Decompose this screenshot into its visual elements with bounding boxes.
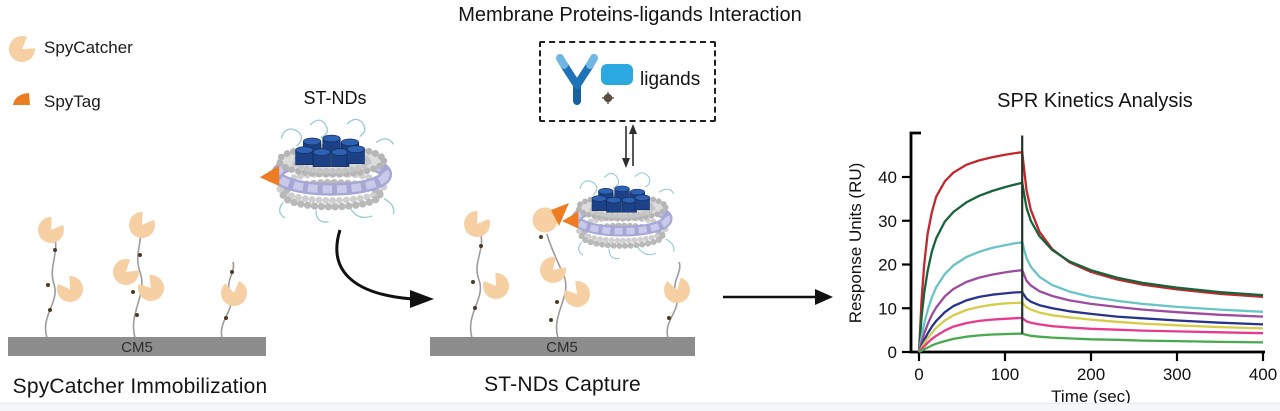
- x-tick-label: 400: [1249, 365, 1277, 384]
- captured-nanodisc: [562, 173, 674, 259]
- y-tick-label: 40: [878, 168, 897, 187]
- panel2-scene: CM5: [430, 150, 695, 356]
- cm5-chip-2-label: CM5: [546, 339, 578, 356]
- ligand-block-icon: [601, 64, 633, 104]
- y-tick-label: 10: [878, 299, 897, 318]
- panel2-caption: ST-NDs Capture: [484, 373, 641, 396]
- spycatcher-icon: [6, 33, 39, 65]
- sensorgram-trace-4-purple: [917, 269, 1264, 353]
- cm5-chip-2: [430, 337, 695, 356]
- legend-label-spycatcher: SpyCatcher: [44, 38, 133, 57]
- sensorgram-trace-5-navy: [917, 290, 1264, 353]
- immobilized-spycatchers: [32, 210, 250, 309]
- antibody-icon: [556, 54, 598, 105]
- sensorgram-trace-6-yellow: [918, 301, 1264, 353]
- spytag-icon: [13, 93, 30, 105]
- sensorgram-trace-7-pink: [918, 316, 1264, 353]
- legend-label-spytag: SpyTag: [44, 92, 101, 111]
- y-tick-label: 30: [878, 212, 897, 231]
- sensorgram-trace-8-green: [918, 332, 1264, 354]
- x-tick-label: 200: [1077, 365, 1105, 384]
- st-nds-label: ST-NDs: [303, 88, 367, 108]
- ligands-box: ligands: [539, 41, 716, 122]
- curved-arrow: [335, 229, 434, 308]
- x-tick-label: 300: [1163, 365, 1191, 384]
- chart-title: SPR Kinetics Analysis: [997, 90, 1193, 112]
- sensorgram-trace-1-red: [917, 150, 1264, 353]
- figure-title: Membrane Proteins-ligands Interaction: [458, 4, 802, 26]
- bound-spycatcher: [532, 207, 558, 233]
- x-tick-label: 100: [991, 365, 1019, 384]
- y-axis-label: Response Units (RU): [846, 163, 865, 324]
- bound-spytag-wedge: [551, 203, 569, 226]
- equilibrium-arrows-icon: [622, 124, 637, 168]
- flow-arrow: [723, 289, 833, 305]
- x-axis-label: Time (sec): [1051, 387, 1131, 406]
- y-tick-label: 20: [878, 256, 897, 275]
- sensorgram-trace-2-dark-green: [917, 181, 1264, 353]
- ligands-label: ligands: [640, 69, 701, 90]
- y-tick-label: 0: [888, 343, 897, 362]
- x-tick-label: 0: [914, 365, 923, 384]
- sensorgram-trace-3-teal: [917, 241, 1264, 353]
- panel1-caption: SpyCatcher Immobilization: [12, 375, 268, 398]
- small-molecule-icon: [602, 92, 614, 104]
- page-bottom-strip: [0, 403, 1280, 411]
- axes: [909, 131, 1265, 354]
- cm5-chip-1-label: CM5: [121, 339, 153, 356]
- cm5-chip-1: [8, 337, 266, 356]
- panel1-scene: CM5: [8, 210, 266, 356]
